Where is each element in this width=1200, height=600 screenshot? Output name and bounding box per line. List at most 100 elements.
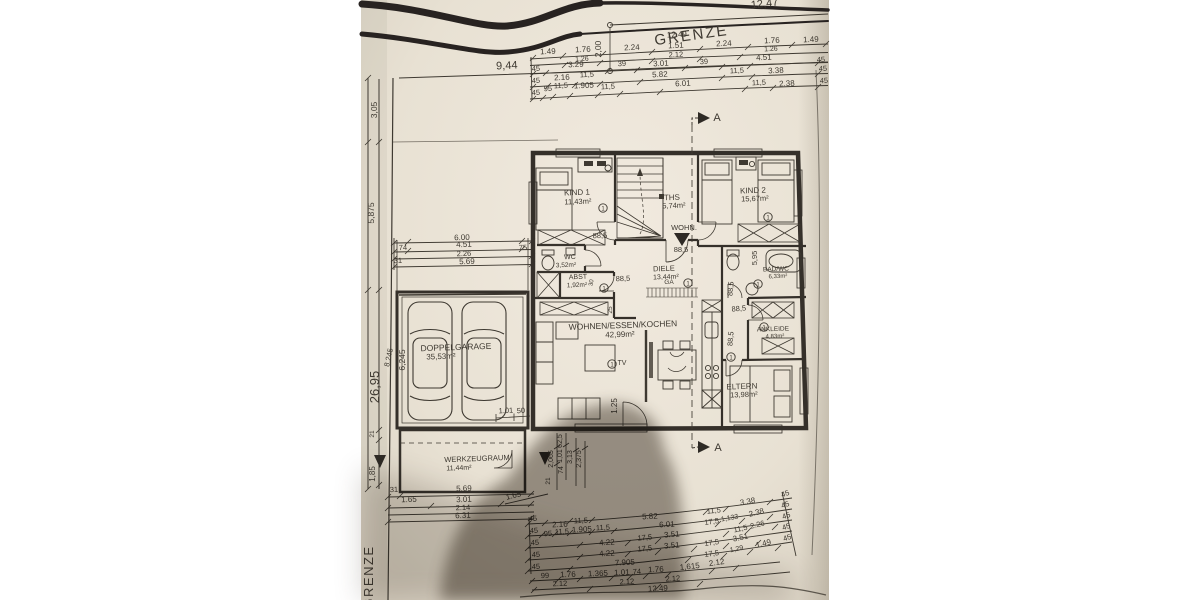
dim-label: 39 xyxy=(617,59,626,68)
dim-label: 3.29 xyxy=(568,60,585,70)
section-a-bottom: A xyxy=(714,442,722,454)
dim-label: 11,5 xyxy=(601,82,615,92)
dim-label: 1.01 xyxy=(498,406,513,416)
room-area-label: 15,67m² xyxy=(741,194,769,204)
dim-label: 39 xyxy=(699,57,708,66)
door-type-number: 1 xyxy=(686,281,690,287)
dim-label: 11,5 xyxy=(730,66,744,76)
room-label: ANKLEIDE xyxy=(757,325,790,333)
wardrobes xyxy=(536,223,801,355)
dim-label: 1.49 xyxy=(755,537,773,550)
room-label: WOHNEN/ESSEN/KOCHEN xyxy=(568,318,677,332)
dim-label: 74 xyxy=(399,243,408,252)
dim-label: 3.38 xyxy=(768,66,785,76)
dim-label: 11,5 xyxy=(580,70,594,80)
door-type-number: 1 xyxy=(766,215,770,221)
dim-label: 50 xyxy=(516,406,525,415)
bedroom-furniture xyxy=(535,156,795,423)
dim-label: 2.12 xyxy=(708,557,725,568)
dim-label: 45 xyxy=(780,488,791,499)
dim-label: 2.38 xyxy=(748,506,766,519)
dim-label: 45 xyxy=(531,64,540,73)
dim-label: 8,245 xyxy=(382,347,395,367)
dim-label: 45 xyxy=(531,76,540,85)
dim-label: 31 xyxy=(394,256,403,265)
dim-label: 1.49 xyxy=(540,47,557,57)
grenze-fence-line xyxy=(609,13,829,26)
room-area-label: 3,52m² xyxy=(556,262,577,270)
room-label: THS xyxy=(664,193,680,203)
dim-label: 1.49 xyxy=(803,35,820,45)
room-label: ELTERN xyxy=(726,381,757,391)
section-arrow-bottom xyxy=(698,441,710,453)
room-label: WC xyxy=(564,254,576,261)
entrance-arrow xyxy=(674,233,690,246)
dim-label: 45 xyxy=(781,521,792,532)
dim-label: 1.26 xyxy=(575,56,589,64)
dim-label: 75 xyxy=(519,243,528,252)
dim-label: 88,5 xyxy=(725,331,735,346)
dim-label: 5.69 xyxy=(459,257,475,267)
door-type-circle xyxy=(726,352,736,362)
room-area-label: 42,99m² xyxy=(605,329,635,339)
dim-label: 4.51 xyxy=(456,240,472,250)
room-area-label: 5,74m² xyxy=(662,201,686,211)
dim-label: TV xyxy=(618,360,627,367)
dim-label: 88,5 xyxy=(592,231,607,241)
dim-label: 6,245 xyxy=(397,349,407,371)
room-area-label: 11,44m² xyxy=(446,465,472,473)
dim-label: 2.12 xyxy=(668,50,683,60)
exterior-walls xyxy=(530,150,809,432)
dim-label: 45 xyxy=(531,88,540,97)
room-area-label: 6,33m² xyxy=(769,274,788,281)
dim-label: 2.26 xyxy=(749,518,765,530)
door-type-circle xyxy=(753,279,763,289)
dim-label: 11,5 xyxy=(554,81,568,91)
dim-label: 5.69 xyxy=(456,484,472,494)
dim-label: 45 xyxy=(782,532,793,543)
dim-label: 4.51 xyxy=(756,53,773,63)
room-area-label: 1,92m² xyxy=(567,282,588,290)
room-area-label: 35,53m² xyxy=(426,351,456,361)
windows xyxy=(528,148,809,434)
room-label: KIND 2 xyxy=(740,186,767,196)
dim-label: 26,95 xyxy=(367,371,382,404)
boundary-length-top: 12,47 xyxy=(750,0,779,12)
dim-label: 95 xyxy=(543,84,552,93)
dim-label: 1.905 xyxy=(574,80,595,90)
dim-label: 3,05 xyxy=(369,101,379,118)
dim-label: 3.51 xyxy=(732,531,750,543)
paper-crease xyxy=(811,69,820,556)
living-furniture xyxy=(535,311,723,420)
dim-label: GA xyxy=(664,279,674,286)
dim-label: 1.76 xyxy=(764,36,781,46)
staircase xyxy=(616,157,664,239)
door-type-circle xyxy=(598,203,608,213)
dim-label: 11,5 xyxy=(706,505,721,515)
door-type-number: 1 xyxy=(602,286,606,292)
room-area-label: 11,43m² xyxy=(564,197,592,207)
door-type-circle xyxy=(599,283,609,293)
dim-label: 2.24 xyxy=(716,39,733,49)
dim-label: 45 xyxy=(819,76,828,85)
dim-label: 11,5 xyxy=(752,78,766,88)
room-area-label: 4,83m² xyxy=(766,334,785,341)
dim-label: 6.00 xyxy=(454,233,470,243)
section-line xyxy=(691,112,710,453)
top-fold-bands xyxy=(358,0,830,55)
dim-label: 25 xyxy=(607,306,614,314)
dim-label: 11,5 xyxy=(733,523,749,535)
dim-label: 17,5 xyxy=(704,516,720,527)
dim-label: 17,5 xyxy=(704,537,720,548)
door-type-number: 1 xyxy=(729,355,733,361)
room-label: KIND 1 xyxy=(564,188,591,198)
door-type-number: 1 xyxy=(762,325,766,331)
entrance-label: WOHN. xyxy=(671,223,697,232)
dim-label: 1.51 xyxy=(668,41,685,51)
dim-label: 5.82 xyxy=(652,70,669,80)
dim-label: 5,875 xyxy=(366,202,376,224)
bath-fixtures xyxy=(541,247,802,296)
camera-shadow xyxy=(362,403,790,600)
car xyxy=(461,301,507,421)
